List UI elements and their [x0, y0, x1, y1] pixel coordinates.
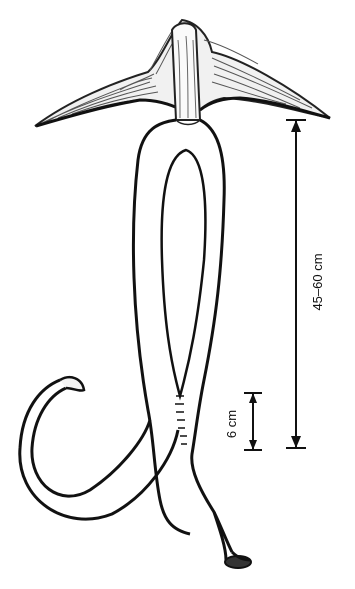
measurement-bar-short: 6 cm: [224, 393, 262, 450]
measurement-label-short: 6 cm: [224, 410, 239, 438]
bowel-loop: [20, 120, 251, 568]
measurement-label-long: 45–60 cm: [310, 253, 325, 310]
measurement-bar-long: 45–60 cm: [286, 120, 325, 448]
vascular-stalk: [172, 23, 200, 124]
